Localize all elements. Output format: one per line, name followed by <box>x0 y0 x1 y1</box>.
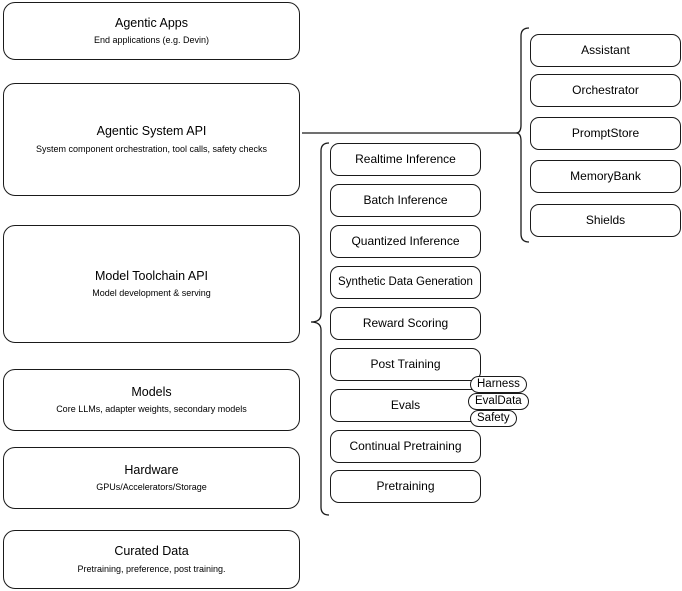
component-evals[interactable]: Evals <box>330 389 481 422</box>
layer-subtitle: Model development & serving <box>92 288 211 299</box>
layer-subtitle: System component orchestration, tool cal… <box>35 143 268 154</box>
layer-card-models[interactable]: Models Core LLMs, adapter weights, secon… <box>3 369 300 431</box>
component-batch-inference[interactable]: Batch Inference <box>330 184 481 217</box>
component-orchestrator[interactable]: Orchestrator <box>530 74 681 107</box>
layer-title: Model Toolchain API <box>94 268 209 283</box>
component-reward-scoring[interactable]: Reward Scoring <box>330 307 481 340</box>
component-memorybank[interactable]: MemoryBank <box>530 160 681 193</box>
component-promptstore[interactable]: PromptStore <box>530 117 681 150</box>
component-synthetic-data-generation[interactable]: Synthetic Data Generation <box>330 266 481 299</box>
layer-subtitle: Core LLMs, adapter weights, secondary mo… <box>56 404 247 415</box>
component-assistant[interactable]: Assistant <box>530 34 681 67</box>
layer-card-agentic-system-api[interactable]: Agentic System API System component orch… <box>3 83 300 196</box>
component-shields[interactable]: Shields <box>530 204 681 237</box>
layer-subtitle: GPUs/Accelerators/Storage <box>96 482 207 493</box>
layer-subtitle: End applications (e.g. Devin) <box>93 35 210 46</box>
component-post-training[interactable]: Post Training <box>330 348 481 381</box>
layer-card-curated-data[interactable]: Curated Data Pretraining, preference, po… <box>3 530 300 589</box>
layer-title: Hardware <box>124 462 179 477</box>
layer-card-agentic-apps[interactable]: Agentic Apps End applications (e.g. Devi… <box>3 2 300 60</box>
component-realtime-inference[interactable]: Realtime Inference <box>330 143 481 176</box>
layer-title: Agentic Apps <box>115 15 188 30</box>
evals-subcomponent-safety[interactable]: Safety <box>470 410 517 427</box>
evals-subcomponent-harness[interactable]: Harness <box>470 376 527 393</box>
layer-title: Models <box>131 384 172 399</box>
layer-card-hardware[interactable]: Hardware GPUs/Accelerators/Storage <box>3 447 300 509</box>
layer-subtitle: Pretraining, preference, post training. <box>77 563 226 574</box>
component-quantized-inference[interactable]: Quantized Inference <box>330 225 481 258</box>
component-continual-pretraining[interactable]: Continual Pretraining <box>330 430 481 463</box>
layer-card-model-toolchain-api[interactable]: Model Toolchain API Model development & … <box>3 225 300 343</box>
agentic-system-api-brace <box>515 27 530 243</box>
layer-title: Curated Data <box>114 544 189 559</box>
layer-title: Agentic System API <box>96 124 207 139</box>
component-pretraining[interactable]: Pretraining <box>330 470 481 503</box>
evals-subcomponent-evaldata[interactable]: EvalData <box>468 393 529 410</box>
model-toolchain-api-brace <box>310 142 330 516</box>
